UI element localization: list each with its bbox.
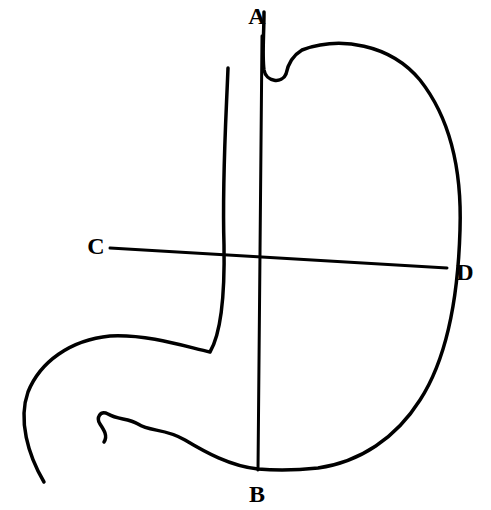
vertical-axis-line	[258, 36, 262, 470]
point-label: B	[249, 482, 265, 506]
point-label: A	[248, 4, 265, 28]
greater-curvature	[98, 12, 460, 470]
point-label: C	[87, 234, 104, 258]
horizontal-axis-line	[110, 248, 447, 268]
point-label: D	[456, 260, 473, 284]
